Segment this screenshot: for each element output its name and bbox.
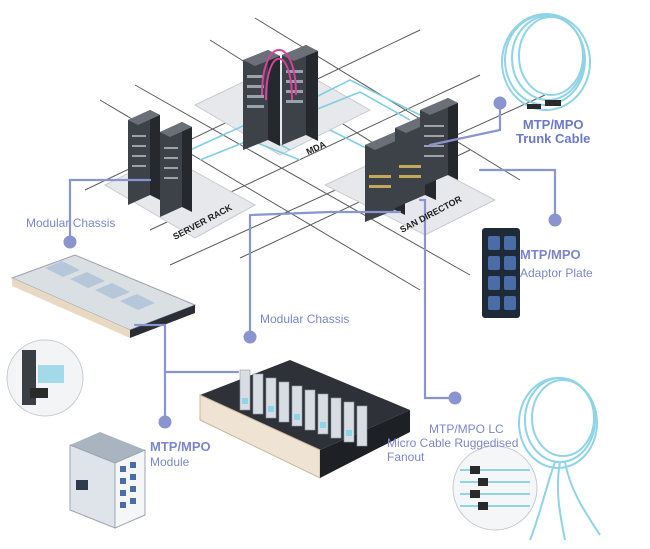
modular-chassis-center-label: Modular Chassis — [260, 312, 350, 326]
trunk-cable-subtitle: Trunk Cable — [516, 131, 591, 146]
adaptor-plate-title: MTP/MPO — [520, 247, 581, 262]
module-label: MTP/MPO Module — [150, 439, 211, 470]
module-subtitle: Module — [150, 455, 190, 469]
module-title: MTP/MPO — [150, 439, 211, 454]
lc-fanout-line3: Fanout — [387, 450, 425, 464]
lc-fanout-line1: MTP/MPO LC — [429, 422, 504, 436]
callout-lines — [68, 101, 557, 422]
mtp-module-image — [69, 432, 146, 529]
mda-racks — [243, 45, 318, 150]
lc-fanout-coil — [518, 377, 601, 541]
adaptor-plate-subtitle: Adaptor Plate — [520, 266, 593, 280]
modular-chassis-center-image — [199, 360, 410, 479]
callout-dots — [63, 96, 562, 429]
trunk-cable-title: MTP/MPO — [522, 117, 584, 132]
server-racks — [128, 110, 192, 217]
modular-chassis-left-image — [10, 254, 197, 338]
lc-fanout-label: MTP/MPO LC Micro Cable Ruggedised Fanout — [387, 422, 518, 464]
san-director-racks — [365, 98, 458, 222]
adaptor-plate — [482, 228, 520, 318]
mda-zone-label: MDA — [305, 139, 328, 157]
trunk-cable-coil — [501, 13, 591, 111]
adaptor-plate-label: MTP/MPO Adaptor Plate — [520, 247, 593, 281]
modular-chassis-left-label: Modular Chassis — [26, 216, 116, 230]
module-detail-inset — [6, 339, 84, 417]
lc-fanout-inset — [452, 445, 538, 531]
trunk-cable-label: MTP/MPO Trunk Cable — [516, 118, 590, 146]
lc-fanout-line2: Micro Cable Ruggedised — [387, 436, 519, 450]
